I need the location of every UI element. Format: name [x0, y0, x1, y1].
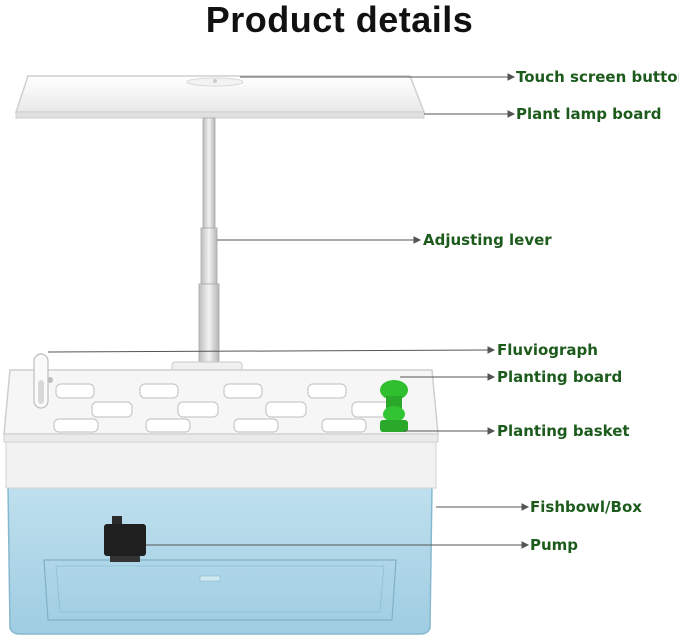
planting-board: [3, 369, 439, 489]
plant-lamp-board: [14, 75, 426, 119]
fishbowl-box: [7, 485, 433, 635]
adjusting-lever: [171, 117, 243, 377]
label-pump: Pump: [530, 536, 579, 554]
label-planting-basket: Planting basket: [497, 422, 630, 440]
touch-screen-button: [186, 77, 244, 87]
planting-basket: [380, 380, 408, 432]
label-adjusting-lever: Adjusting lever: [423, 231, 552, 249]
label-touch-screen-button: Touch screen button: [516, 68, 679, 86]
fluviograph: [33, 353, 49, 409]
page-title: Product details: [205, 0, 474, 40]
label-fluviograph: Fluviograph: [497, 341, 598, 359]
leader-lines: [47, 73, 530, 549]
label-planting-board: Planting board: [497, 368, 623, 386]
pump: [104, 516, 146, 562]
label-plant-lamp-board: Plant lamp board: [516, 105, 662, 123]
label-fishbowl-box: Fishbowl/Box: [530, 498, 642, 516]
